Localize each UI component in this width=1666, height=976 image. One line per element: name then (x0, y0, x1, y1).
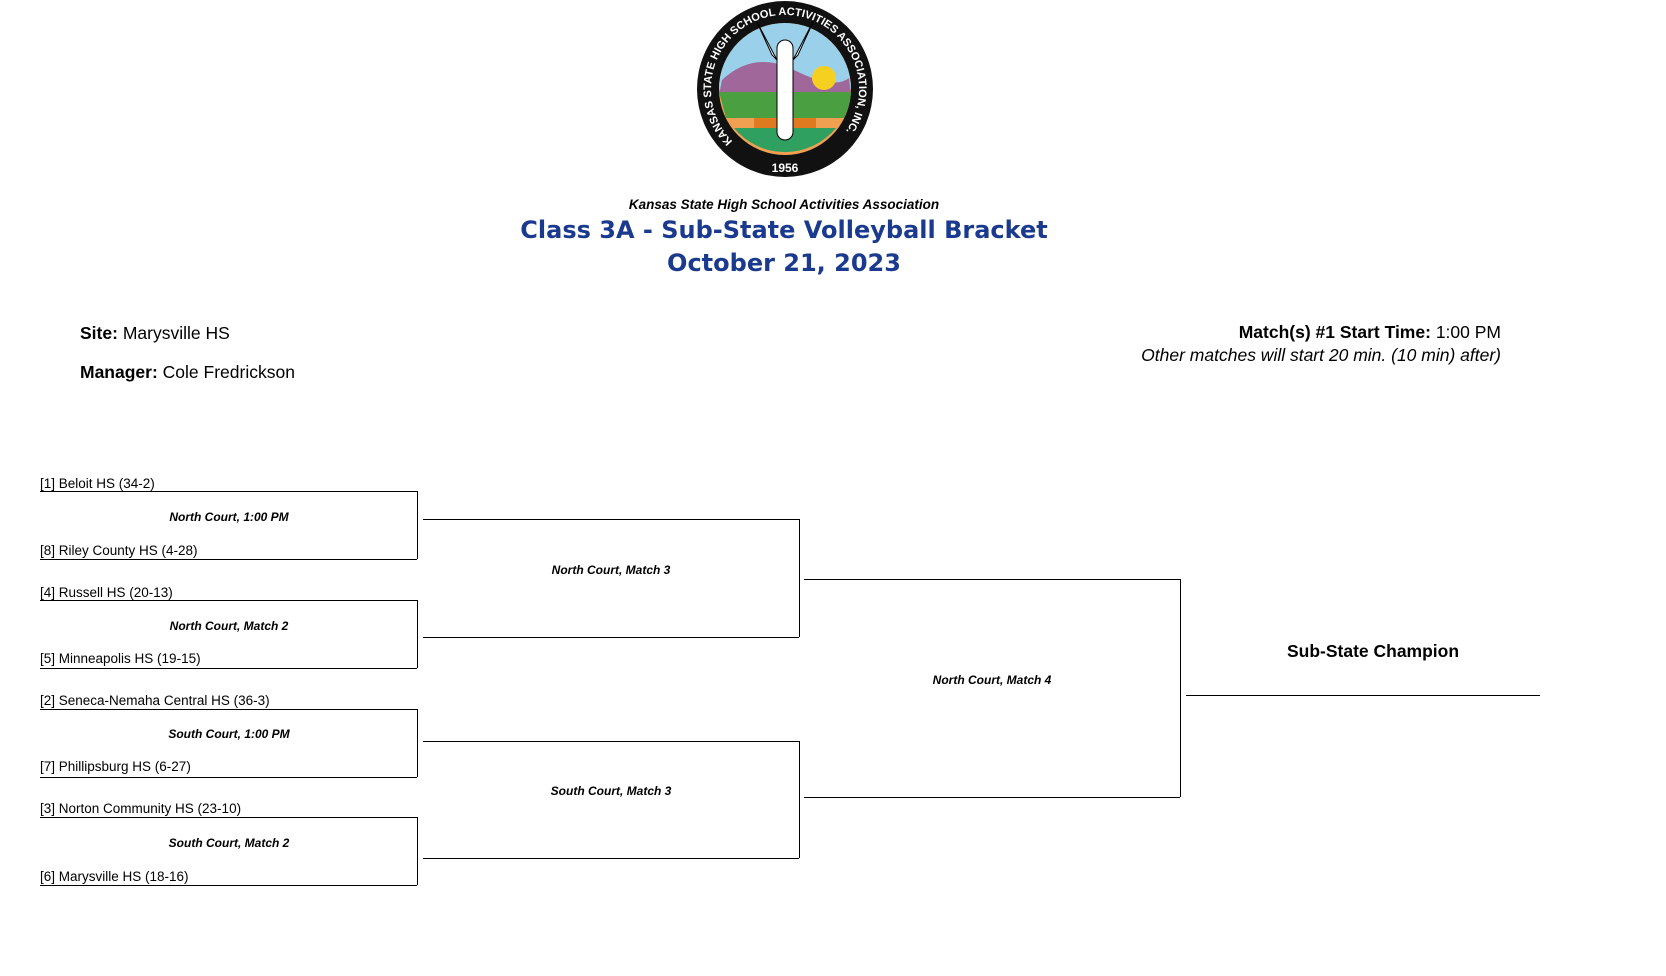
bracket-line (40, 709, 417, 710)
event-date: October 21, 2023 (667, 249, 901, 277)
bracket-line (417, 600, 418, 668)
bracket-line (799, 519, 800, 637)
match-label: North Court, 1:00 PM (169, 510, 289, 524)
match-label: North Court, Match 2 (169, 619, 289, 633)
bracket-line (40, 600, 417, 601)
manager-info: Manager: Cole Fredrickson (80, 362, 295, 382)
bracket-line (40, 777, 417, 778)
bracket-line (1186, 695, 1540, 696)
match-label: South Court, Match 2 (168, 836, 290, 850)
bracket-line (40, 885, 417, 886)
bracket-line (423, 637, 799, 638)
team-slot: [4] Russell HS (20-13) (40, 585, 173, 600)
match-label: South Court, 1:00 PM (168, 727, 290, 741)
bracket-line (40, 491, 417, 492)
bracket-line (1180, 579, 1181, 797)
manager-value: Cole Fredrickson (162, 362, 295, 382)
logo-year: 1956 (772, 161, 799, 175)
bracket-line (417, 817, 418, 885)
start-time-info: Match(s) #1 Start Time: 1:00 PM (1239, 322, 1501, 342)
page-title: Class 3A - Sub-State Volleyball Bracket (520, 216, 1048, 244)
start-time-value: 1:00 PM (1435, 322, 1501, 342)
khsaa-logo: KANSAS STATE HIGH SCHOOL ACTIVITIES ASSO… (697, 1, 873, 177)
bracket-line (423, 858, 799, 859)
team-slot: [5] Minneapolis HS (19-15) (40, 651, 201, 666)
bracket-line (804, 797, 1180, 798)
site-label: Site: (80, 323, 118, 343)
association-name: Kansas State High School Activities Asso… (628, 197, 940, 212)
schedule-note: Other matches will start 20 min. (10 min… (1141, 345, 1501, 365)
match-label: South Court, Match 3 (550, 784, 672, 798)
team-slot: [6] Marysville HS (18-16) (40, 869, 189, 884)
bracket-line (423, 741, 799, 742)
match-label: North Court, Match 3 (551, 563, 671, 577)
team-slot: [3] Norton Community HS (23-10) (40, 801, 242, 816)
team-slot: [8] Riley County HS (4-28) (40, 543, 198, 558)
match-label: North Court, Match 4 (932, 673, 1052, 687)
team-slot: [7] Phillipsburg HS (6-27) (40, 759, 191, 774)
champion-label: Sub-State Champion (1286, 641, 1460, 661)
bracket-line (40, 559, 417, 560)
bracket-line (417, 491, 418, 559)
bracket-line (423, 519, 799, 520)
team-slot: [1] Beloit HS (34-2) (40, 476, 155, 491)
site-info: Site: Marysville HS (80, 323, 230, 343)
bracket-line (804, 579, 1180, 580)
start-time-label: Match(s) #1 Start Time: (1238, 322, 1431, 342)
bracket-line (40, 668, 417, 669)
bracket-line (40, 817, 417, 818)
manager-label: Manager: (80, 362, 158, 382)
bracket-line (417, 709, 418, 777)
bracket-line (799, 741, 800, 858)
team-slot: [2] Seneca-Nemaha Central HS (36-3) (40, 693, 270, 708)
site-value: Marysville HS (122, 323, 230, 343)
